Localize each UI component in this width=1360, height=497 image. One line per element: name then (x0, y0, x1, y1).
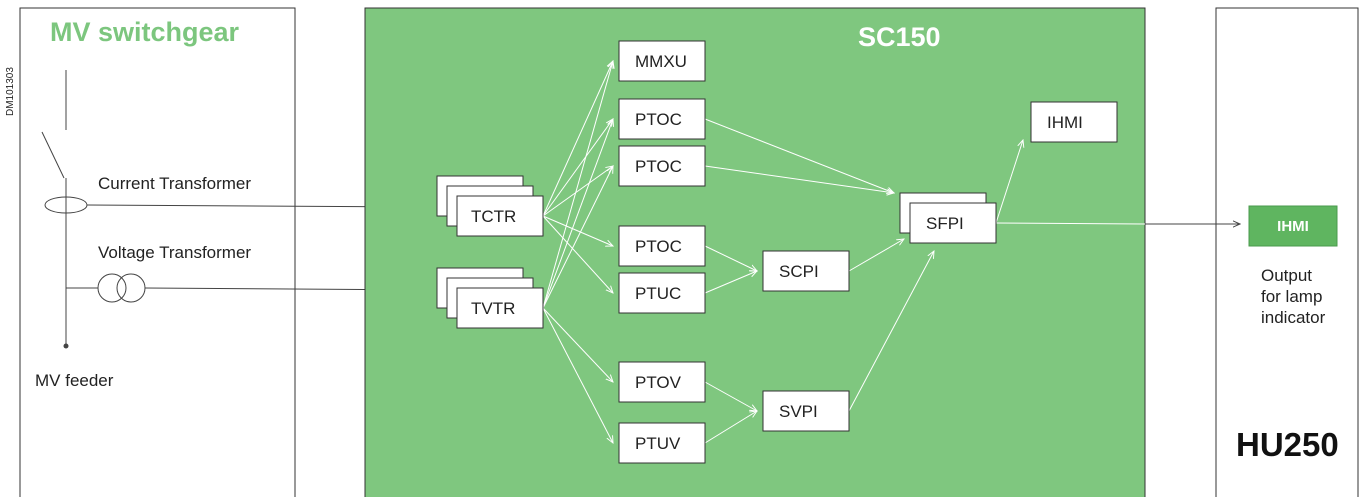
edge-tctr-to-ptoc1 (542, 119, 613, 217)
node-box-svpi (762, 390, 850, 432)
edge-tvtr-to-ptoc2 (542, 166, 613, 309)
node-box-ptoc3 (618, 225, 706, 267)
ihmi-output-label: IHMI (1277, 218, 1309, 235)
node-label-tctr: TCTR (471, 207, 516, 226)
edge-ptuc-to-scpi (704, 271, 757, 294)
edge-tctr-to-ptoc3 (542, 215, 613, 246)
node-svpi: SVPI (762, 390, 850, 432)
node-box-ptoc2 (618, 145, 706, 187)
node-ptuc: PTUC (618, 272, 706, 314)
node-label-ptoc2: PTOC (635, 157, 682, 176)
node-box-mmxu (618, 40, 706, 82)
node-box-ptuc (618, 272, 706, 314)
node-mmxu: MMXU (618, 40, 706, 82)
edge-ptov-to-svpi (704, 381, 757, 411)
sc150-panel-background (364, 7, 1146, 497)
node-tvtr: TVTR (456, 287, 544, 329)
edge-tvtr-to-mmxu (542, 61, 613, 309)
signal-flow-edges (542, 61, 1146, 444)
node-label-svpi: SVPI (779, 402, 818, 421)
logical-nodes: TCTR TVTR MMXU PTOC PTOC PTOC PTUC PTOV PTUV SCPI… (456, 40, 1118, 464)
node-ihmi: IHMI (1030, 101, 1118, 143)
node-label-scpi: SCPI (779, 262, 819, 281)
node-box-ihmi (1030, 101, 1118, 143)
node-label-ihmi: IHMI (1047, 113, 1083, 132)
node-label-sfpi: SFPI (926, 214, 964, 233)
node-box-sfpi (909, 202, 997, 244)
edge-ptoc3-to-scpi (704, 245, 757, 271)
mv-feeder-label: MV feeder (35, 371, 114, 390)
edge-tvtr-to-ptuv (542, 307, 613, 443)
node-box-ptoc1 (618, 98, 706, 140)
edge-tctr-to-ptoc2 (542, 166, 613, 217)
hu250-panel: IHMI Output for lamp indicator HU250 (1145, 7, 1359, 497)
node-label-ptuc: PTUC (635, 284, 681, 303)
node-label-mmxu: MMXU (635, 52, 687, 71)
node-box-ptuv (618, 422, 706, 464)
node-label-ptuv: PTUV (635, 434, 681, 453)
node-tctr: TCTR (456, 195, 544, 237)
voltage-transformer-label: Voltage Transformer (98, 243, 251, 262)
feeder-terminal-dot (63, 343, 69, 349)
node-ptoc2: PTOC (618, 145, 706, 187)
node-box-ptov (618, 361, 706, 403)
node-scpi: SCPI (762, 250, 850, 292)
node-box-tctr (456, 195, 544, 237)
node-box-tvtr (456, 287, 544, 329)
node-sfpi: SFPI (909, 202, 997, 244)
ihmi-output-box (1248, 205, 1338, 247)
edge-tvtr-to-ptov (542, 307, 613, 382)
node-label-tvtr: TVTR (471, 299, 515, 318)
hu250-title: HU250 (1236, 426, 1339, 463)
switch-blade (41, 131, 65, 179)
edge-sfpi-to-ihmi-output (995, 222, 1146, 225)
node-label-ptov: PTOV (635, 373, 682, 392)
edge-ptoc1-to-sfpi (704, 118, 894, 193)
output-text-line3: indicator (1261, 308, 1326, 327)
edge-tctr-to-ptuc (542, 215, 613, 293)
current-transformer-label: Current Transformer (98, 174, 251, 193)
node-ptuv: PTUV (618, 422, 706, 464)
edge-ptuv-to-svpi (704, 411, 757, 444)
edge-tctr-to-mmxu (542, 61, 613, 217)
sc150-panel: SC150 TCTR TVTR MMXU PTOC PTOC PTOC PTUC PTOV PT… (364, 7, 1146, 497)
feeder-line (41, 70, 69, 349)
node-label-ptoc1: PTOC (635, 110, 682, 129)
node-label-ptoc3: PTOC (635, 237, 682, 256)
node-box-scpi (762, 250, 850, 292)
node-ptov: PTOV (618, 361, 706, 403)
edge-svpi-to-sfpi (848, 251, 934, 412)
mv-switchgear-title: MV switchgear (50, 17, 240, 47)
edge-scpi-to-sfpi (848, 239, 904, 272)
edge-sfpi-to-ihmi (995, 140, 1023, 224)
node-ptoc1: PTOC (618, 98, 706, 140)
edge-ptoc2-to-sfpi (704, 165, 894, 193)
output-text-line1: Output (1261, 266, 1312, 285)
document-code: DM101303 (5, 67, 16, 116)
sc150-title: SC150 (858, 22, 941, 52)
output-text-line2: for lamp (1261, 287, 1322, 306)
node-ptoc3: PTOC (618, 225, 706, 267)
edge-tvtr-to-ptoc1 (542, 119, 613, 309)
mv-switchgear-panel: MV switchgear DM101303 Current Transform… (5, 7, 428, 497)
